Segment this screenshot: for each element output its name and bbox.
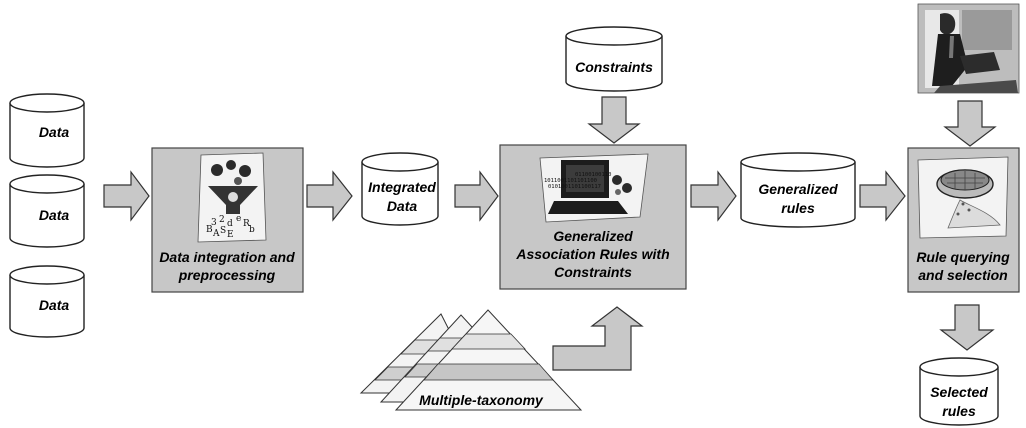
generalized-rules-label-2: rules — [781, 200, 815, 216]
taxonomy-pyramid-3 — [394, 309, 583, 411]
svg-text:A: A — [212, 229, 220, 239]
svg-text:01100100110: 01100100110 — [575, 172, 611, 178]
arrow-constraints-to-mining — [587, 96, 641, 144]
integrated-data-label-2: Data — [387, 198, 418, 214]
data-store-3-label: Data — [39, 297, 70, 313]
generalized-rules-label-1: Generalized — [758, 181, 838, 197]
computer-binary-icon: 01100100110 1011001101101100 01010011011… — [539, 153, 649, 223]
funnel-gears-icon: B A S E 3 2 d e R b — [197, 152, 267, 243]
data-store-1-label: Data — [39, 124, 70, 140]
process-rule-querying-label-1: Rule querying — [916, 249, 1010, 265]
process-rule-querying-label-2: and selection — [918, 267, 1007, 283]
svg-text:B: B — [206, 225, 213, 235]
integrated-data-label-1: Integrated — [368, 179, 436, 195]
svg-text:S: S — [220, 226, 226, 236]
process-data-integration-label-1: Data integration and — [159, 249, 295, 265]
process-rule-mining-label-2: Association Rules with — [515, 246, 669, 262]
arrow-querying-to-selected-rules — [939, 304, 995, 351]
arrow-taxonomy-to-mining — [552, 306, 644, 371]
svg-text:R: R — [243, 219, 250, 229]
svg-text:0101001101100117: 0101001101100117 — [548, 184, 601, 190]
taxonomy-pyramids: Multiple-taxonomy — [359, 309, 583, 411]
selected-rules-label-1: Selected — [930, 384, 988, 400]
arrow-integration-to-integrated-data — [306, 170, 353, 222]
constraints-label: Constraints — [575, 59, 653, 75]
process-rule-mining-label-3: Constraints — [554, 264, 632, 280]
process-rule-querying: Rule querying and selection — [907, 147, 1020, 293]
svg-text:d: d — [227, 219, 233, 229]
selected-rules-store: Selected rules — [919, 357, 999, 426]
process-data-integration: B A S E 3 2 d e R b Data integration and… — [151, 147, 304, 293]
constraints-store: Constraints — [565, 26, 663, 92]
svg-text:3: 3 — [211, 218, 217, 228]
svg-text:e: e — [236, 214, 241, 224]
process-rule-mining: 01100100110 1011001101101100 01010011011… — [499, 144, 687, 290]
data-store-2: Data — [9, 174, 85, 248]
arrow-user-to-querying — [943, 100, 997, 147]
taxonomy-label: Multiple-taxonomy — [419, 392, 544, 408]
data-store-2-label: Data — [39, 207, 70, 223]
svg-text:1011001101101100: 1011001101101100 — [544, 178, 597, 184]
data-store-3: Data — [9, 265, 85, 338]
arrow-integrated-data-to-mining — [454, 170, 499, 222]
svg-text:E: E — [227, 230, 234, 240]
arrow-mining-to-generalized-rules — [690, 170, 737, 222]
process-rule-mining-label-1: Generalized — [553, 228, 633, 244]
arrow-generalized-rules-to-querying — [859, 170, 906, 222]
generalized-rules-store: Generalized rules — [740, 152, 856, 228]
svg-text:b: b — [249, 225, 255, 235]
process-data-integration-label-2: preprocessing — [178, 267, 276, 283]
data-store-1: Data — [9, 93, 85, 168]
arrow-data-to-integration — [103, 170, 150, 222]
selected-rules-label-2: rules — [942, 403, 976, 419]
svg-text:2: 2 — [219, 215, 225, 225]
sieve-icon — [917, 156, 1009, 239]
businessman-at-computer-icon — [917, 3, 1020, 94]
integrated-data-store: Integrated Data — [361, 152, 439, 226]
